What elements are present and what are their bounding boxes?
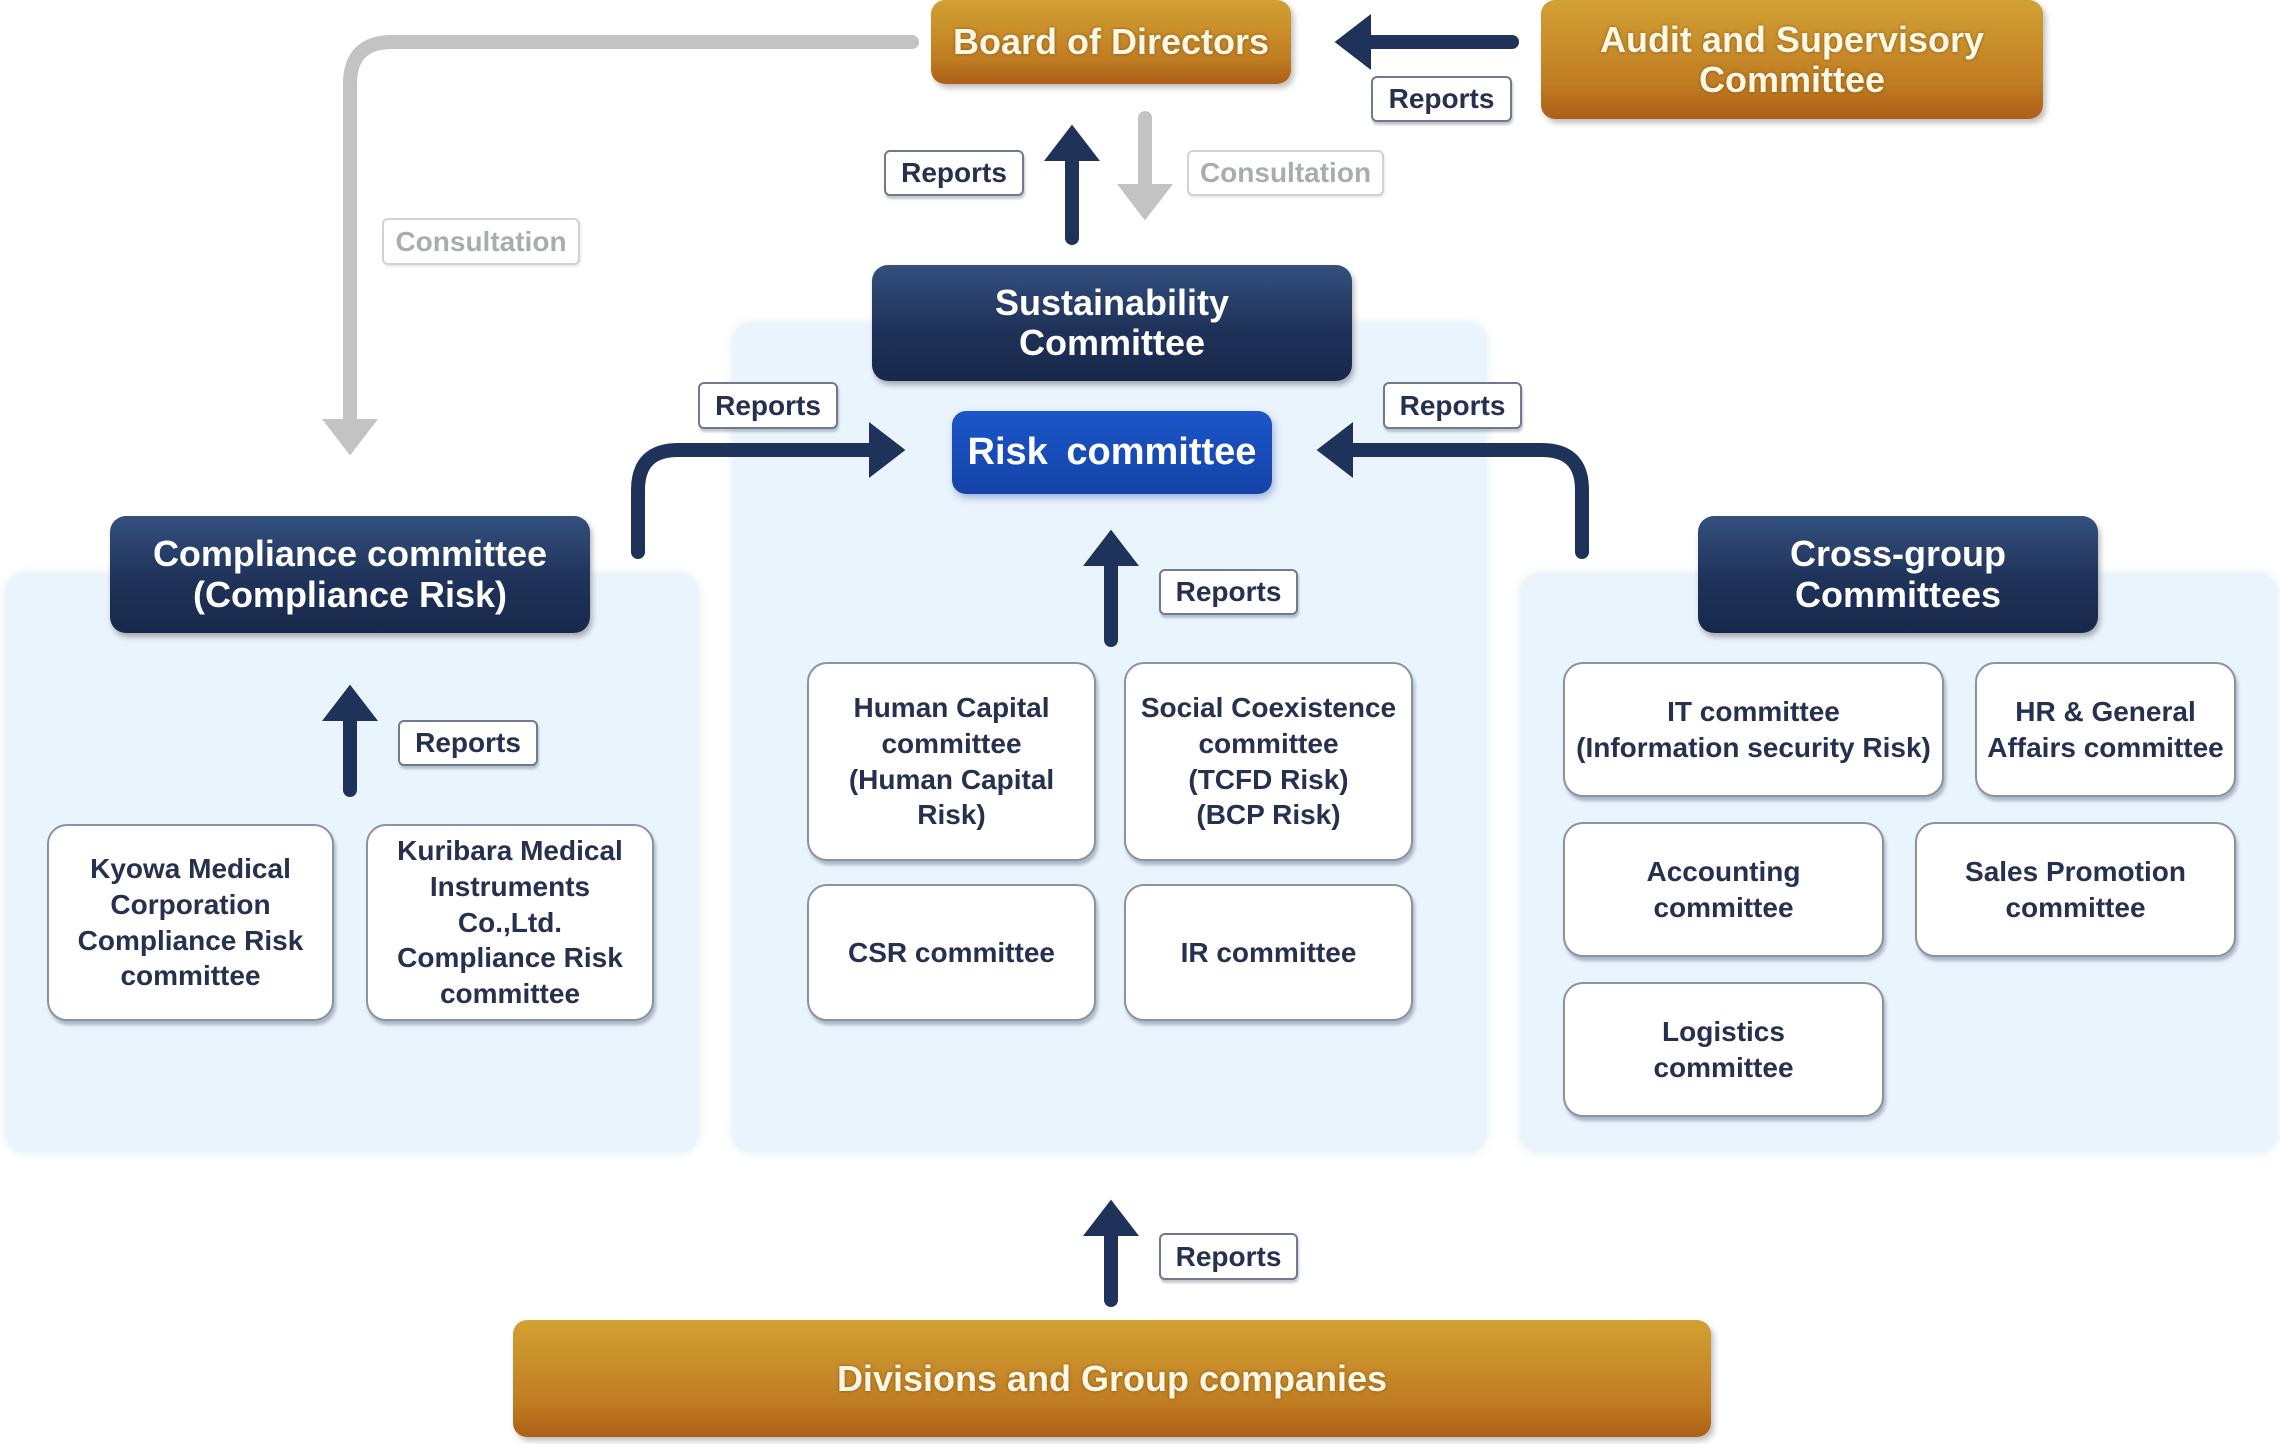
committee-card-ir: IR committee: [1124, 884, 1413, 1021]
reports-label-audit: Reports: [1371, 76, 1512, 122]
reports-arrow-compliance-to-risk: [631, 422, 906, 559]
committee-card-label: Social Coexistence committee (TCFD Risk)…: [1140, 691, 1397, 831]
cross-group-committees-box: Cross-group Committees: [1698, 516, 2098, 633]
reports-label-companies-to-compliance: Reports: [398, 720, 538, 766]
risk-committee-label: Risk committee: [967, 431, 1257, 473]
committee-card-label: Logistics committee: [1653, 1015, 1794, 1083]
committee-card-kuribara: Kuribara Medical Instruments Co.,Ltd. Co…: [366, 824, 654, 1021]
sustainability-committee-box: Sustainability Committee: [872, 265, 1352, 381]
divisions-group-companies-box: Divisions and Group companies: [513, 1320, 1711, 1437]
committee-card-label: HR & General Affairs committee: [1987, 695, 2224, 763]
committee-card-label: Human Capital committee (Human Capital R…: [848, 691, 1055, 831]
committee-card-social-coexistence: Social Coexistence committee (TCFD Risk)…: [1124, 662, 1413, 861]
reports-label-center-to-risk: Reports: [1159, 569, 1298, 615]
reports-label-compliance-to-risk: Reports: [698, 382, 838, 429]
committee-card-label: IR committee: [1180, 936, 1357, 968]
reports-label-crossgroup-to-risk: Reports: [1383, 382, 1522, 429]
committee-card-kyowa: Kyowa Medical Corporation Compliance Ris…: [47, 824, 334, 1021]
committee-card-hr-general-affairs: HR & General Affairs committee: [1975, 662, 2236, 797]
risk-committee-box: Risk committee: [952, 411, 1272, 494]
reports-label-divisions: Reports: [1159, 1233, 1298, 1280]
committee-card-logistics: Logistics committee: [1563, 982, 1884, 1117]
sustainability-committee-label: Sustainability Committee: [994, 281, 1230, 363]
committee-card-label: Kyowa Medical Corporation Compliance Ris…: [77, 852, 304, 992]
board-of-directors-label: Board of Directors: [952, 21, 1270, 63]
committee-card-label: Kuribara Medical Instruments Co.,Ltd. Co…: [397, 834, 623, 1010]
consultation-label-compliance: Consultation: [382, 218, 580, 265]
reports-arrow-crossgroup-to-risk: [1316, 422, 1589, 559]
committee-card-it: IT committee (Information security Risk): [1563, 662, 1944, 797]
audit-committee-box: Audit and Supervisory Committee: [1541, 0, 2043, 119]
committee-card-label: IT committee (Information security Risk): [1576, 695, 1931, 763]
consultation-label-sustainability: Consultation: [1187, 150, 1384, 196]
compliance-committee-box: Compliance committee (Compliance Risk): [110, 516, 590, 633]
committee-card-sales-promotion: Sales Promotion committee: [1915, 822, 2236, 957]
committee-card-label: Sales Promotion committee: [1965, 855, 2186, 923]
committee-card-human-capital: Human Capital committee (Human Capital R…: [807, 662, 1096, 861]
reports-label-sustainability: Reports: [884, 150, 1024, 196]
committee-card-accounting: Accounting committee: [1563, 822, 1884, 957]
compliance-committee-label: Compliance committee (Compliance Risk): [152, 533, 548, 615]
committee-card-label: CSR committee: [848, 936, 1055, 968]
divisions-group-companies-label: Divisions and Group companies: [836, 1357, 1388, 1399]
board-of-directors-box: Board of Directors: [931, 0, 1291, 84]
committee-card-csr: CSR committee: [807, 884, 1096, 1021]
consultation-arrow-board-to-compliance: [322, 35, 919, 456]
cross-group-committees-label: Cross-group Committees: [1790, 533, 2006, 615]
committee-card-label: Accounting committee: [1646, 855, 1801, 923]
audit-committee-label: Audit and Supervisory Committee: [1599, 18, 1985, 100]
